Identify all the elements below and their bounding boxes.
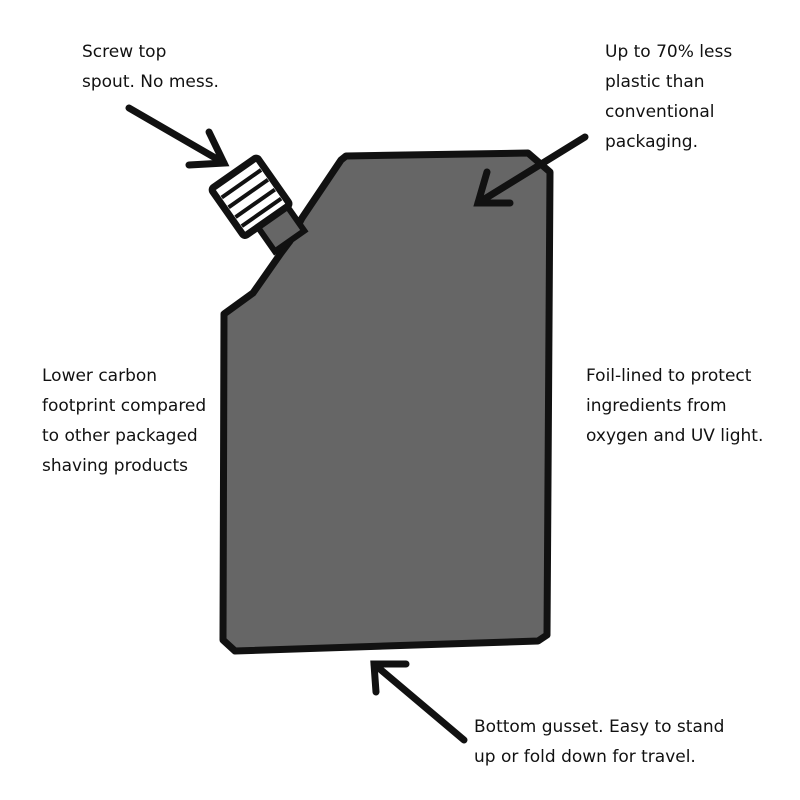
annotation-foil-line: Foil-lined to protect	[586, 366, 752, 386]
annotation-carbon-line: footprint compared	[42, 396, 207, 416]
annotation-carbon-line: to other packaged	[42, 426, 198, 446]
screw-cap-icon	[208, 154, 293, 239]
annotation-carbon-line: Lower carbon	[42, 366, 158, 386]
annotation-carbon: Lower carbon footprint compared to other…	[42, 361, 206, 481]
arrow-to-body-icon	[473, 133, 589, 207]
annotation-plastic-line: conventional	[605, 102, 715, 122]
annotation-foil-line: ingredients from	[586, 396, 727, 416]
annotation-spout: Screw top spout. No mess.	[82, 37, 219, 97]
annotation-spout-line: spout. No mess.	[82, 72, 219, 92]
annotation-gusset-line: Bottom gusset. Easy to stand	[474, 717, 725, 737]
annotation-carbon-line: shaving products	[42, 456, 189, 476]
annotation-plastic: Up to 70% less plastic than conventional…	[605, 37, 732, 157]
annotation-spout-line: Screw top	[82, 42, 167, 62]
annotation-gusset-line: up or fold down for travel.	[474, 747, 696, 767]
annotation-foil-line: oxygen and UV light.	[586, 426, 764, 446]
annotation-gusset: Bottom gusset. Easy to stand up or fold …	[474, 712, 724, 772]
annotation-plastic-line: Up to 70% less	[605, 42, 733, 62]
arrow-to-spout-icon	[125, 104, 230, 169]
annotation-foil: Foil-lined to protect ingredients from o…	[586, 361, 763, 451]
annotation-plastic-line: packaging.	[605, 132, 699, 152]
annotation-plastic-line: plastic than	[605, 72, 705, 92]
arrow-to-gusset-icon	[370, 660, 468, 744]
